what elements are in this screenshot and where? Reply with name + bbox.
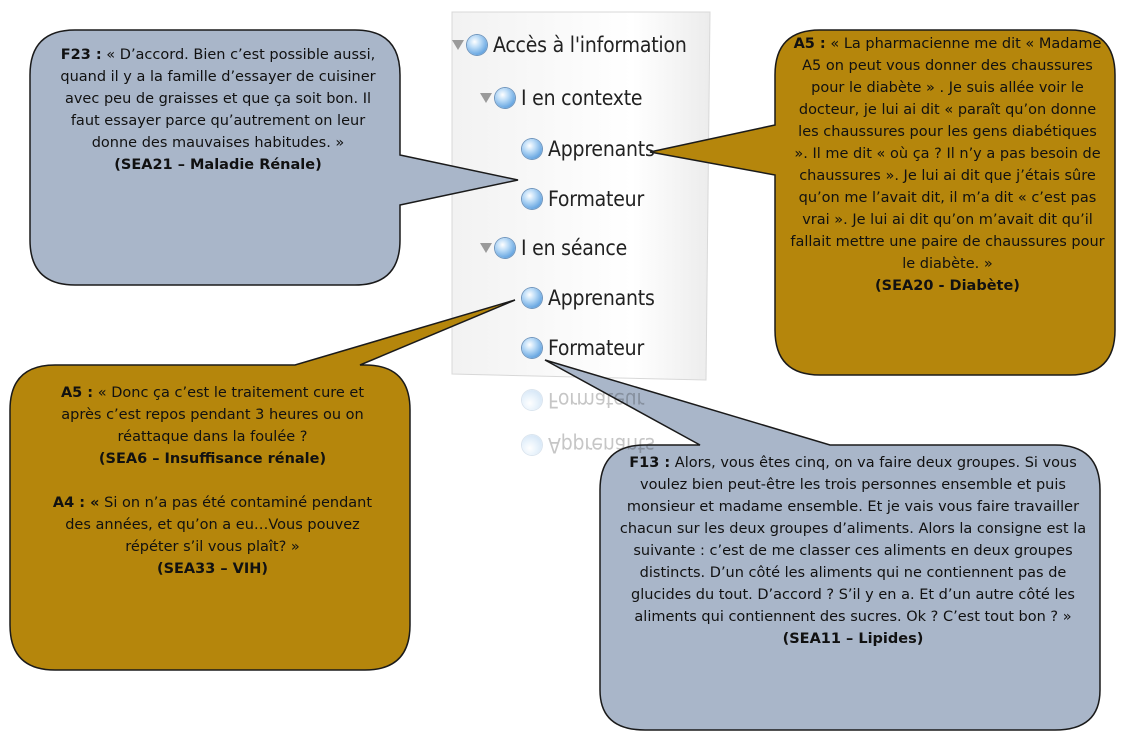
quote-text: « La pharmacienne me dit « Madame A5 on …: [790, 36, 1105, 272]
tree-root-label: Accès à l'information: [493, 33, 687, 57]
bubble-a5-a4: [9, 299, 516, 671]
bubble-f13-text: F13 : Alors, vous êtes cinq, on va faire…: [618, 452, 1088, 650]
speaker-label: F13 :: [629, 455, 671, 471]
bubble-a5-diabete: [649, 29, 1116, 376]
tree-group-label: I en contexte: [521, 86, 643, 110]
speaker-label: F23 :: [60, 47, 102, 63]
bubble-f23-text: F23 : « D’accord. Bien c’est possible au…: [58, 44, 378, 176]
speaker-label: A5 :: [60, 385, 94, 401]
expand-triangle-icon[interactable]: [452, 40, 464, 50]
tree-group-seance[interactable]: I en séance: [480, 233, 627, 263]
tree-reflection-formateur: Formateur: [522, 385, 644, 415]
quote-text: « D’accord. Bien c’est possible aussi, q…: [60, 47, 376, 151]
expand-triangle-icon[interactable]: [480, 243, 492, 253]
tree-item-label: Formateur: [548, 336, 645, 360]
source-label: (SEA20 - Diabète): [875, 278, 1020, 294]
reflection-label: Formateur: [548, 388, 645, 412]
tree-item-apprenants[interactable]: Apprenants: [522, 134, 655, 164]
node-bullet-icon: [495, 88, 515, 108]
node-bullet-icon: [522, 189, 542, 209]
speaker-label: A5 :: [793, 36, 826, 52]
tree-group-label: I en séance: [521, 236, 628, 260]
tree-item-label: Apprenants: [548, 286, 655, 310]
expand-triangle-icon[interactable]: [480, 93, 492, 103]
information-tree: Accès à l'information I en contexte Appr…: [450, 14, 710, 380]
source-label: (SEA33 – VIH): [156, 561, 269, 577]
tree-item-label: Apprenants: [548, 137, 655, 161]
source-label: (SEA11 – Lipides): [782, 631, 924, 647]
node-bullet-icon: [522, 139, 542, 159]
node-bullet-icon: [522, 390, 542, 410]
quote-text: Si on n’a pas été contaminé pendant des …: [65, 495, 373, 555]
tree-root[interactable]: Accès à l'information: [452, 30, 687, 60]
quote-text: Alors, vous êtes cinq, on va faire deux …: [619, 455, 1087, 625]
tree-panel: [451, 11, 711, 381]
node-bullet-icon: [522, 288, 542, 308]
tree-item-formateur[interactable]: Formateur: [522, 333, 644, 363]
tree-group-contexte[interactable]: I en contexte: [480, 83, 643, 113]
node-bullet-icon: [495, 238, 515, 258]
bubble-f23: [29, 29, 519, 286]
speaker-label: A4 : «: [52, 495, 100, 511]
bubble-f13: [544, 359, 1101, 731]
node-bullet-icon: [522, 338, 542, 358]
bubble-a5-a4-text: A5 : « Donc ça c’est le traitement cure …: [40, 382, 385, 580]
node-bullet-icon: [467, 35, 487, 55]
tree-item-apprenants[interactable]: Apprenants: [522, 283, 655, 313]
bubble-a5-diabete-text: A5 : « La pharmacienne me dit « Madame A…: [790, 33, 1105, 297]
tree-item-formateur[interactable]: Formateur: [522, 184, 644, 214]
tree-item-label: Formateur: [548, 187, 645, 211]
node-bullet-icon: [522, 435, 542, 455]
quote-text: « Donc ça c’est le traitement cure et ap…: [61, 385, 365, 445]
source-label: (SEA6 – Insuffisance rénale): [98, 451, 327, 467]
source-label: (SEA21 – Maladie Rénale): [114, 157, 322, 173]
